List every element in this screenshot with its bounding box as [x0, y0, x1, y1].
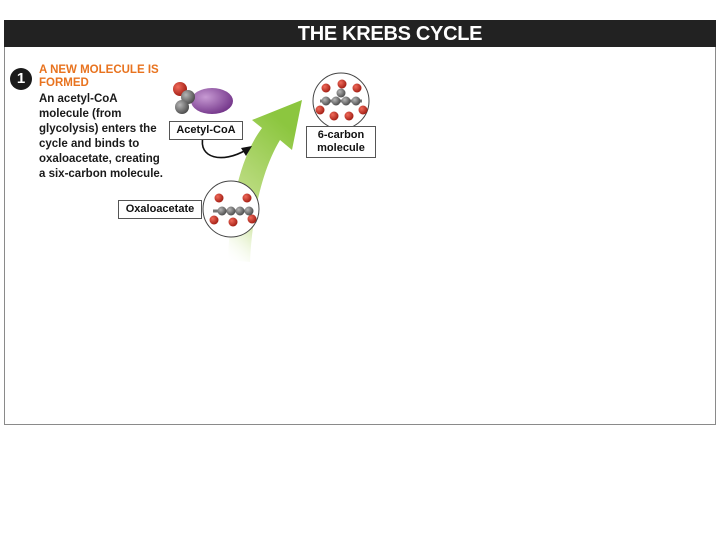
- carbon-atom: [175, 100, 189, 114]
- carbon-atom: [351, 96, 361, 106]
- carbon-atom: [331, 96, 341, 106]
- oxygen-atom: [321, 83, 331, 93]
- page-title: THE KREBS CYCLE: [297, 23, 483, 45]
- six-carbon-label: 6-carbon molecule: [306, 126, 376, 158]
- carbon-atom: [336, 88, 346, 98]
- oxygen-atom: [337, 79, 347, 89]
- carbon-atom: [235, 206, 245, 216]
- oxygen-atom: [242, 193, 252, 203]
- step-heading: A NEW MOLECULE IS FORMED: [39, 64, 159, 89]
- acetyl-coa-label: Acetyl-CoA: [169, 121, 243, 140]
- oxaloacetate-molecule: [202, 180, 260, 238]
- oxygen-atom: [344, 111, 354, 121]
- oxygen-atom: [247, 214, 257, 224]
- oxaloacetate-label: Oxaloacetate: [118, 200, 202, 219]
- oxygen-atom: [214, 193, 224, 203]
- oxygen-atom: [352, 83, 362, 93]
- oxygen-atom: [358, 105, 368, 115]
- carbon-atom: [226, 206, 236, 216]
- carbon-atom: [217, 206, 227, 216]
- oxygen-atom: [228, 217, 238, 227]
- acetyl-coa-molecule: [173, 82, 233, 114]
- oxygen-atom: [315, 105, 325, 115]
- acetyl-entry-arrow: [201, 136, 247, 159]
- coa-purple-blob: [191, 88, 233, 114]
- carbon-atom: [341, 96, 351, 106]
- step-number-badge: 1: [10, 68, 32, 90]
- step-description: An acetyl-CoA molecule (from glycolysis)…: [39, 93, 163, 180]
- six-carbon-molecule: [312, 72, 370, 130]
- acetyl-entry-arrowhead: [241, 146, 252, 156]
- oxygen-atom: [329, 111, 339, 121]
- carbon-atom: [321, 96, 331, 106]
- carbon-atom: [244, 206, 254, 216]
- title-bar: THE KREBS CYCLE: [4, 20, 716, 47]
- oxygen-atom: [209, 215, 219, 225]
